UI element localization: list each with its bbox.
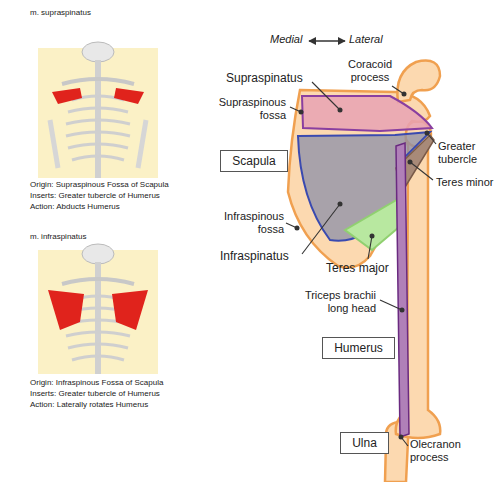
muscle-heading: m. supraspinatus — [30, 8, 91, 17]
muscle-fact: Inserts: Greater tubercle of Humerus — [30, 191, 160, 200]
part-label-text: Triceps brachii long head — [305, 289, 376, 314]
muscle-fact: Action: Laterally rotates Humerus — [30, 400, 148, 409]
part-label: Triceps brachii long head — [290, 289, 376, 314]
part-label-text: Infraspinatus — [220, 249, 289, 263]
part-label: Coracoid process — [344, 58, 396, 83]
teres-major-muscle — [345, 195, 405, 250]
part-label: Greater tubercle — [438, 140, 494, 165]
muscle-fact-text: Action: Laterally rotates Humerus — [30, 400, 148, 409]
muscle-fact-text: Origin: Infraspinous Fossa of Scapula — [30, 378, 163, 387]
muscle-fact-text: Origin: Supraspinous Fossa of Scapula — [30, 180, 169, 189]
part-label: Olecranon process — [410, 438, 488, 463]
part-label-text: Coracoid process — [348, 58, 392, 83]
part-name: Scapula — [232, 154, 275, 168]
skeleton-figure — [38, 42, 158, 178]
muscle-fact: Origin: Infraspinous Fossa of Scapula — [30, 378, 163, 387]
muscle-fact-text: Inserts: Greater tubercle of Humerus — [30, 191, 160, 200]
leader-dot — [295, 92, 430, 440]
muscle-fact-text: Action: Abducts Humerus — [30, 202, 120, 211]
muscle-fact-text: Inserts: Greater tubercle of Humerus — [30, 389, 160, 398]
direction-label-text: Lateral — [349, 33, 383, 45]
direction-label: Lateral — [349, 33, 383, 46]
part-label: Teres minor — [436, 176, 493, 189]
muscle-fact: Action: Abducts Humerus — [30, 202, 120, 211]
muscle-fact: Origin: Supraspinous Fossa of Scapula — [30, 180, 169, 189]
skeleton-figure — [38, 244, 158, 374]
leader-line — [286, 82, 436, 446]
bone-outline — [288, 61, 440, 482]
muscle-fact: Inserts: Greater tubercle of Humerus — [30, 389, 160, 398]
part-label-text: Supraspinous fossa — [219, 96, 286, 121]
direction-label: Medial — [270, 33, 302, 46]
part-label-text: Olecranon process — [410, 438, 461, 463]
part-name: Humerus — [334, 341, 383, 355]
part-label-text: Infraspinous fossa — [224, 210, 284, 235]
supraspinatus-muscle — [302, 96, 432, 131]
part-label-text: Teres major — [326, 261, 389, 275]
part-label: Infraspinatus — [220, 250, 289, 264]
part-label: Supraspinous fossa — [212, 96, 286, 121]
direction-arrow — [309, 40, 345, 41]
part-box: Ulna — [340, 432, 389, 454]
triceps-muscle — [396, 143, 409, 437]
part-label: Supraspinatus — [226, 72, 303, 86]
muscle-heading-text: m. supraspinatus — [30, 8, 91, 17]
part-label-text: Greater tubercle — [438, 140, 477, 165]
part-label: Infraspinous fossa — [210, 210, 284, 235]
part-label: Teres major — [326, 262, 389, 276]
part-name: Ulna — [352, 436, 377, 450]
part-label-text: Teres minor — [436, 176, 493, 188]
part-box: Humerus — [322, 337, 395, 359]
muscle-heading: m. infraspinatus — [30, 232, 86, 241]
muscle-heading-text: m. infraspinatus — [30, 232, 86, 241]
direction-label-text: Medial — [270, 33, 302, 45]
part-box: Scapula — [220, 150, 288, 172]
part-label-text: Supraspinatus — [226, 71, 303, 85]
